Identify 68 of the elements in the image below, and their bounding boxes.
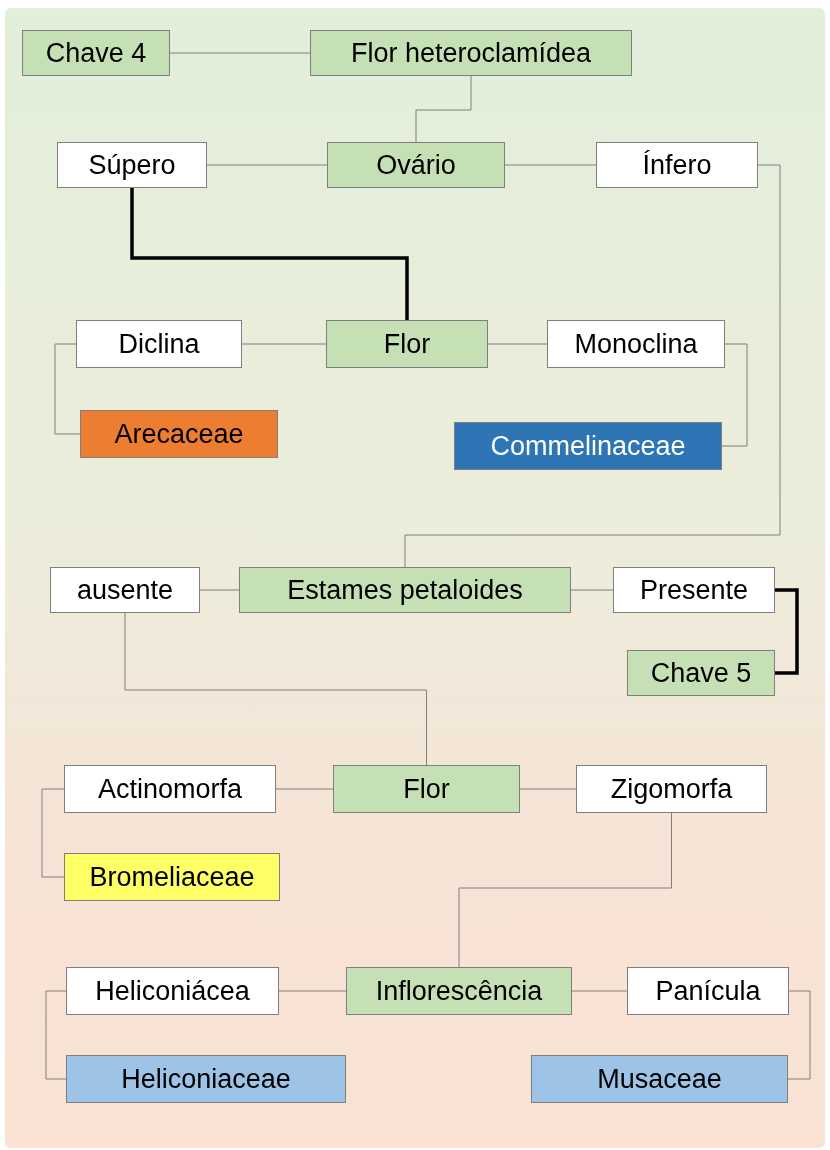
connector-line	[415, 75, 472, 143]
connector-line	[41, 788, 65, 878]
option-box	[66, 967, 279, 1015]
connector-line	[130, 188, 409, 320]
connector-line	[124, 612, 427, 766]
family-box	[80, 410, 278, 458]
option-box	[627, 967, 789, 1015]
node-label: Flor	[383, 328, 431, 360]
key-box	[22, 30, 170, 76]
node-label: Commelinaceae	[490, 430, 686, 462]
family-box	[64, 853, 280, 901]
node-label: Inflorescência	[375, 975, 543, 1007]
node-label: Flor	[403, 773, 450, 805]
connector-line	[571, 990, 628, 992]
option-box	[613, 567, 775, 613]
connector-line	[487, 343, 548, 345]
option-box	[576, 765, 767, 813]
connector-line	[206, 164, 328, 166]
key-box	[627, 650, 775, 696]
node-label: Actinomorfa	[97, 773, 243, 805]
node-label: Heliconiácea	[95, 975, 250, 1007]
node-label: Súpero	[88, 149, 176, 181]
connector-line	[775, 588, 799, 675]
key-box	[327, 142, 505, 188]
node-label: ausente	[76, 574, 174, 606]
node-label: Ovário	[376, 149, 456, 181]
connector-line	[404, 164, 781, 568]
option-box	[596, 142, 758, 188]
node-label: Bromeliaceae	[89, 861, 255, 893]
connector-line	[458, 812, 672, 968]
connector-line	[241, 343, 327, 345]
family-box	[66, 1055, 346, 1103]
node-label: Monoclina	[574, 328, 698, 360]
connector-line	[275, 788, 334, 790]
connector-line	[721, 343, 748, 447]
option-box	[547, 320, 725, 368]
option-box	[64, 765, 276, 813]
connector-line	[199, 589, 240, 591]
option-box	[50, 567, 200, 613]
node-label: Diclina	[118, 328, 200, 360]
connector-line	[519, 788, 577, 790]
key-box	[333, 765, 520, 813]
key-box	[239, 567, 571, 613]
node-label: Heliconiaceae	[121, 1063, 291, 1095]
option-box	[57, 142, 207, 188]
node-label: Chave 5	[650, 657, 752, 689]
family-box	[454, 422, 722, 470]
connector-line	[169, 52, 311, 54]
option-box	[76, 320, 242, 368]
key-box	[326, 320, 488, 368]
node-label: Flor heteroclamídea	[350, 37, 592, 69]
node-label: Chave 4	[45, 37, 147, 69]
connector-line	[45, 990, 67, 1080]
connector-line	[278, 990, 347, 992]
node-label: Musaceae	[597, 1063, 722, 1095]
node-label: Ínfero	[642, 149, 712, 181]
key-box	[346, 967, 572, 1015]
connector-line	[787, 990, 811, 1080]
family-box	[531, 1055, 788, 1103]
connector-line	[54, 343, 81, 435]
connector-line	[504, 164, 597, 166]
connector-line	[570, 589, 614, 591]
node-label: Presente	[639, 574, 749, 606]
node-label: Panícula	[655, 975, 761, 1007]
node-label: Estames petaloides	[287, 574, 523, 606]
node-label: Zigomorfa	[610, 773, 733, 805]
node-label: Arecaceae	[114, 418, 244, 450]
key-box	[310, 30, 632, 76]
